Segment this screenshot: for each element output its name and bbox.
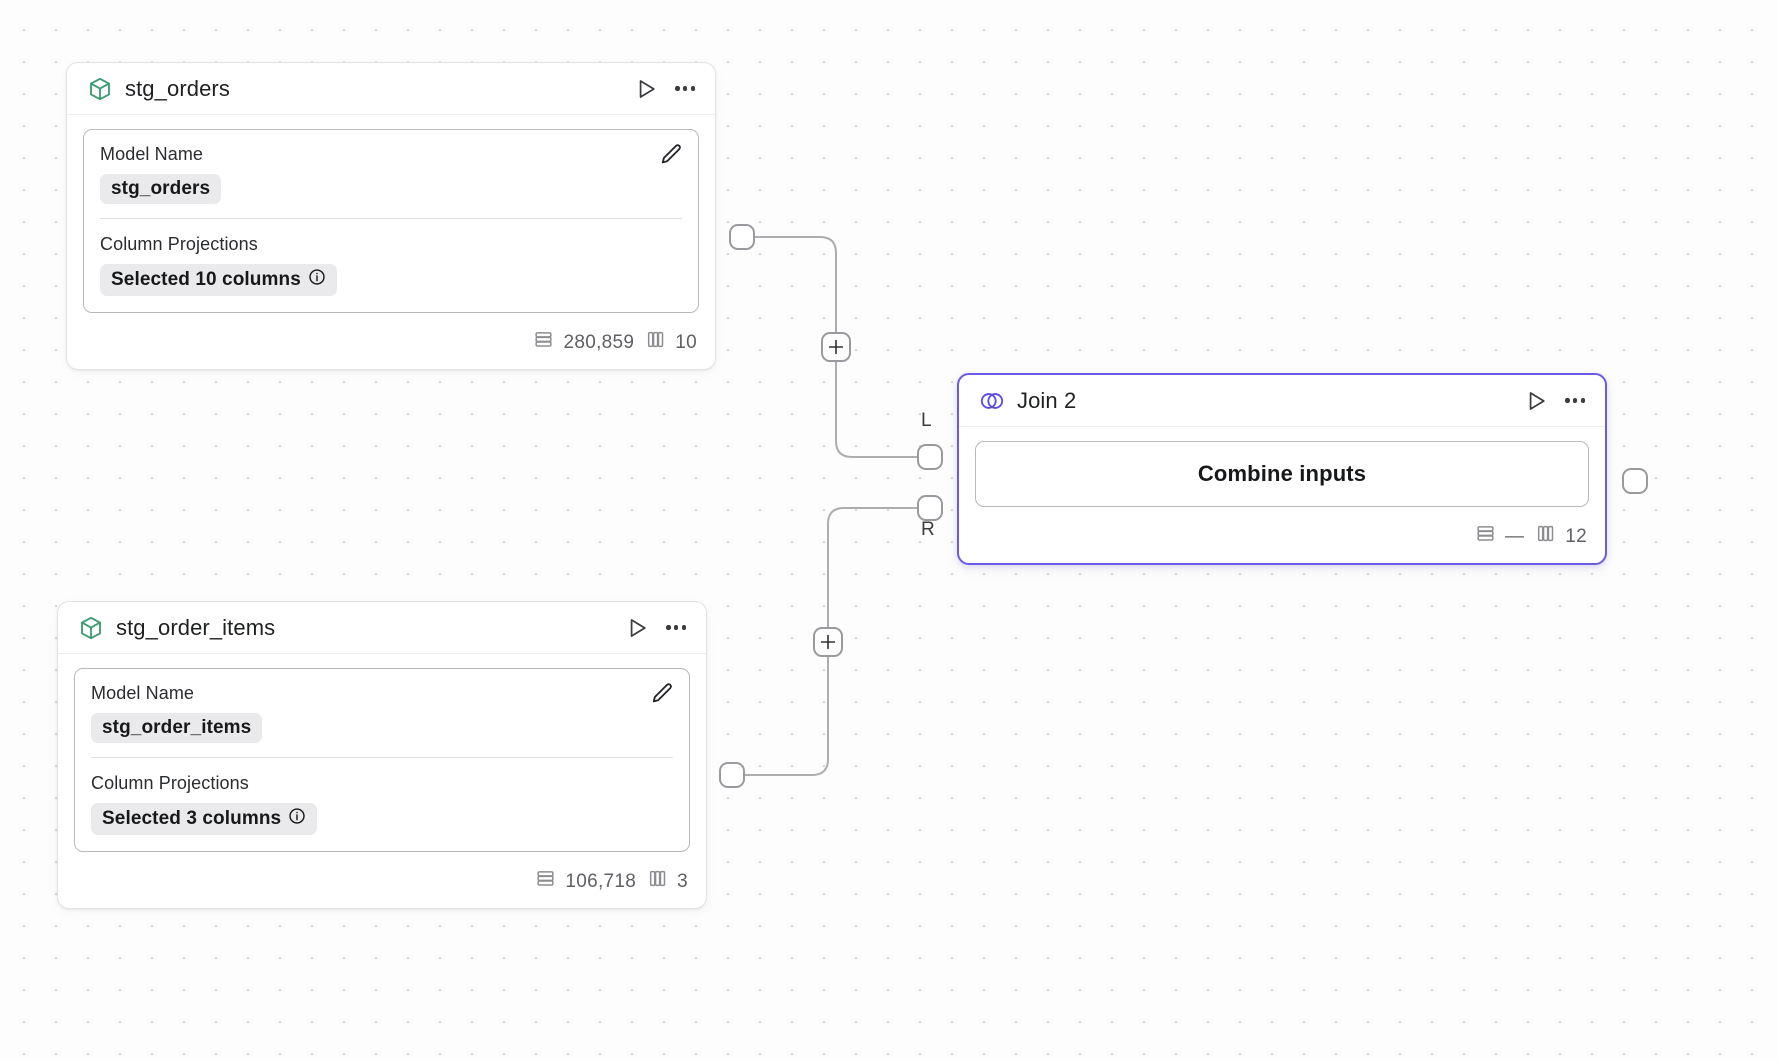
add-node-button-bottom[interactable]	[813, 627, 843, 657]
row-count-stat: —	[1475, 523, 1524, 550]
node-footer: 106,718 3	[58, 862, 706, 908]
more-icon[interactable]	[664, 619, 688, 635]
info-icon[interactable]	[308, 268, 326, 292]
join-venn-icon	[979, 388, 1005, 414]
field-label: Model Name	[91, 683, 195, 703]
column-count-stat: 3	[647, 868, 688, 895]
input-port-join-left[interactable]	[917, 444, 943, 470]
row-count-stat: 106,718	[535, 868, 636, 895]
column-count-value: 10	[675, 331, 697, 353]
more-icon[interactable]	[673, 80, 697, 96]
output-port-stg-order-items[interactable]	[719, 762, 745, 788]
node-header-actions	[633, 76, 697, 102]
node-body: Model Name stg_orders Column Projections…	[67, 115, 715, 323]
output-port-join-2[interactable]	[1622, 468, 1648, 494]
node-body: Model Name stg_order_items Column Projec…	[58, 654, 706, 862]
model-name-chip[interactable]: stg_order_items	[91, 713, 263, 743]
node-title: Join 2	[1017, 387, 1077, 413]
node-footer: 280,859 10	[67, 323, 715, 369]
columns-icon	[647, 868, 668, 895]
node-footer: — 12	[959, 517, 1605, 563]
node-config-panel: Model Name stg_orders Column Projections…	[83, 129, 699, 313]
chip-value: stg_order_items	[102, 717, 252, 738]
row-count-value: 280,859	[563, 331, 635, 353]
edit-pencil-icon[interactable]	[658, 142, 684, 173]
edit-pencil-icon[interactable]	[649, 681, 675, 712]
run-icon[interactable]	[633, 76, 659, 102]
column-count-value: 12	[1565, 525, 1587, 547]
output-port-stg-orders[interactable]	[729, 224, 755, 250]
columns-icon	[645, 329, 666, 356]
input-port-join-right[interactable]	[917, 495, 943, 521]
run-icon[interactable]	[624, 615, 650, 641]
more-icon[interactable]	[1563, 392, 1587, 408]
column-count-value: 3	[677, 870, 688, 892]
info-icon[interactable]	[288, 807, 306, 831]
node-header-actions	[1523, 388, 1587, 414]
cube-icon	[87, 76, 113, 102]
column-count-stat: 10	[645, 329, 697, 356]
model-name-chip[interactable]: stg_orders	[100, 174, 222, 204]
field-model-name: Model Name stg_orders	[100, 144, 682, 204]
node-header: stg_orders	[67, 63, 715, 115]
combine-inputs-button[interactable]: Combine inputs	[975, 441, 1589, 507]
column-count-stat: 12	[1535, 523, 1587, 550]
rows-icon	[1475, 523, 1496, 550]
chip-value: Selected 3 columns	[102, 808, 282, 829]
chip-value: Selected 10 columns	[111, 269, 301, 290]
node-title: stg_orders	[125, 75, 230, 101]
plus-icon	[828, 339, 844, 355]
node-stg-orders[interactable]: stg_orders Model Name stg_orders	[66, 62, 716, 370]
run-icon[interactable]	[1523, 388, 1549, 414]
node-header: Join 2	[959, 375, 1605, 427]
node-stg-order-items[interactable]: stg_order_items Model Name stg_order_ite…	[57, 601, 707, 909]
input-port-left-label: L	[921, 410, 932, 431]
node-config-panel: Model Name stg_order_items Column Projec…	[74, 668, 690, 852]
column-projections-chip[interactable]: Selected 10 columns	[100, 264, 337, 296]
field-column-projections: Column Projections Selected 3 columns	[91, 757, 673, 835]
node-title: stg_order_items	[116, 614, 276, 640]
node-body: Combine inputs	[959, 427, 1605, 517]
node-join-2[interactable]: Join 2 Combine inputs	[957, 373, 1607, 565]
field-label: Column Projections	[100, 234, 258, 254]
input-port-right-label: R	[921, 519, 935, 540]
node-header-actions	[624, 615, 688, 641]
field-column-projections: Column Projections Selected 10 columns	[100, 218, 682, 296]
node-header: stg_order_items	[58, 602, 706, 654]
rows-icon	[533, 329, 554, 356]
rows-icon	[535, 868, 556, 895]
cube-icon	[78, 615, 104, 641]
plus-icon	[820, 634, 836, 650]
add-node-button-top[interactable]	[821, 332, 851, 362]
field-label: Column Projections	[91, 773, 249, 793]
field-label: Model Name	[100, 144, 204, 164]
row-count-stat: 280,859	[533, 329, 634, 356]
field-model-name: Model Name stg_order_items	[91, 683, 673, 743]
columns-icon	[1535, 523, 1556, 550]
chip-value: stg_orders	[111, 178, 211, 199]
column-projections-chip[interactable]: Selected 3 columns	[91, 803, 318, 835]
row-count-value: —	[1504, 525, 1525, 547]
row-count-value: 106,718	[565, 870, 637, 892]
